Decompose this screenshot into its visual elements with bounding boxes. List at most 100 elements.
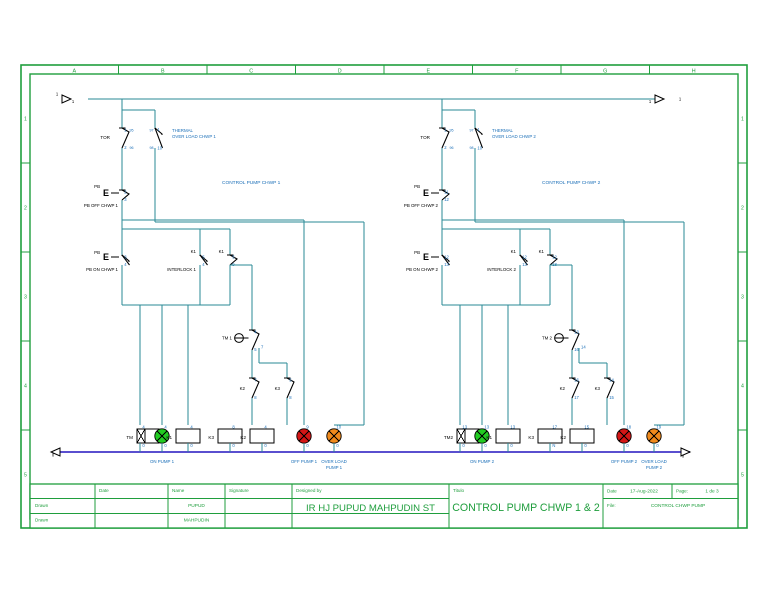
circuit-chwp1-device-5-caption: OFF PUMP 1 bbox=[291, 459, 318, 464]
circuit-chwp2-device-2-coil-label: K1 bbox=[486, 435, 492, 440]
title-block-header-file: File: bbox=[607, 503, 616, 508]
circuit-chwp2-pboff-num-top: 11 bbox=[444, 190, 449, 195]
circuit-chwp1-thermal-contact-blade bbox=[154, 127, 163, 135]
circuit-chwp1-pboff-actuator-glyph: E bbox=[103, 188, 109, 198]
circuit-chwp1-pboff-num-top: 2 bbox=[124, 190, 127, 195]
circuit-chwp1-timer-contact-blade bbox=[251, 329, 260, 351]
circuit-chwp1-thermal-contact-blade2 bbox=[154, 127, 164, 149]
circuit-chwp2-device-3-num-bottom: N bbox=[552, 443, 555, 448]
circuit-chwp2-title: CONTROL PUMP CHWP 2 bbox=[542, 180, 601, 186]
circuit-chwp1-device-6-caption-1: OVER LOAD bbox=[321, 459, 347, 464]
circuit-chwp2-pbon-num-top: 12 bbox=[444, 255, 449, 260]
circuit-chwp2-device-5-num-bottom: 0 bbox=[626, 443, 629, 448]
supply-wire-number-right: 1 bbox=[649, 99, 652, 104]
circuit-chwp2-interlock-num-top: 12 bbox=[522, 255, 527, 260]
circuit-chwp2-interlock-label: K1 bbox=[511, 249, 517, 254]
circuit-chwp1-device-0-timer-coil-label: TM bbox=[126, 435, 133, 440]
circuit-chwp1-thermal-num-top: 1 bbox=[157, 127, 160, 132]
supply-terminal-right-label: 1 bbox=[679, 97, 682, 102]
circuit-chwp1-k2c-num-top: 7 bbox=[254, 378, 257, 383]
circuit-chwp2-pboff-num-bottom: 12 bbox=[444, 197, 449, 202]
circuit-chwp2-pboff-contact-blade bbox=[441, 189, 450, 201]
circuit-chwp2-k3c-num-top: 14 bbox=[609, 378, 614, 383]
circuit-chwp2-thermal-num-top: 1 bbox=[477, 127, 480, 132]
circuit-chwp1-timer-num-top: 4 bbox=[254, 330, 257, 335]
circuit-chwp1-device-3-num-bottom: 0 bbox=[232, 443, 235, 448]
circuit-chwp1-k1aux-num-top: 5 bbox=[232, 255, 235, 260]
circuit-chwp1-device-0-num-bottom: 0 bbox=[142, 443, 145, 448]
circuit-chwp1-timer-tap-num: 7 bbox=[261, 345, 264, 350]
circuit-chwp2-device-0-timer-x2 bbox=[456, 428, 466, 444]
circuit-chwp2-pbon-label-top: PB bbox=[414, 250, 420, 255]
circuit-chwp1-pbon-contact-blade bbox=[121, 254, 130, 262]
circuit-chwp2-tor-contact-blade bbox=[441, 127, 450, 149]
circuit-chwp2-interlock-contact-blade bbox=[519, 254, 528, 262]
frame-row-label-5: 5 bbox=[24, 473, 27, 479]
circuit-chwp1-device-0-timer-x2 bbox=[136, 428, 146, 444]
circuit-chwp2-thermal-num-bottom: 10 bbox=[477, 146, 482, 151]
frame-row-label-right-2: 2 bbox=[741, 206, 744, 212]
circuit-chwp1-tor-label: TOR bbox=[100, 135, 110, 140]
supply-terminal-right-arrow bbox=[654, 94, 666, 104]
circuit-chwp2-device-0-timer-coil-label: TM2 bbox=[444, 435, 454, 440]
circuit-chwp1-interlock-contact-blade bbox=[199, 254, 208, 262]
title-block-role-0: Drawn bbox=[35, 503, 49, 508]
circuit-chwp1-device-3-coil bbox=[217, 428, 243, 444]
circuit-chwp2-timer-label: TM 2 bbox=[542, 336, 553, 341]
circuit-chwp2-device-4-num-bottom: 0 bbox=[584, 443, 587, 448]
circuit-chwp1-device-2-num-top: 4 bbox=[190, 425, 193, 430]
frame-row-label-right-5: 5 bbox=[741, 473, 744, 479]
circuit-chwp1-interlock-label: K1 bbox=[191, 249, 197, 254]
circuit-chwp2-device-2-num-top: 13 bbox=[510, 425, 515, 430]
supply-terminal-left-label: 1 bbox=[56, 92, 59, 97]
circuit-chwp2-k3-contact-blade bbox=[606, 377, 615, 399]
circuit-chwp2-k2c-num-bottom: 17 bbox=[574, 395, 579, 400]
frame-row-label-1: 1 bbox=[24, 117, 27, 123]
circuit-chwp2-tor-code-bottom: 96 bbox=[450, 146, 454, 150]
title-block-designer: IR HJ PUPUD MAHPUDIN ST bbox=[306, 503, 435, 514]
frame-row-label-3: 3 bbox=[24, 295, 27, 301]
circuit-chwp1-device-2-num-bottom: 0 bbox=[190, 443, 193, 448]
circuit-chwp2-k1aux-label: K1 bbox=[539, 249, 545, 254]
circuit-chwp1-k3-contact-label: K3 bbox=[275, 386, 281, 391]
frame-column-label-C: C bbox=[249, 69, 253, 75]
frame-row-label-2: 2 bbox=[24, 206, 27, 212]
frame-column-label-E: E bbox=[426, 69, 430, 75]
circuit-chwp2-k3c-num-bottom: 15 bbox=[609, 395, 614, 400]
circuit-chwp2-thermal-code-bottom: 98 bbox=[470, 146, 474, 150]
circuit-chwp1-interlock-contact-blade2 bbox=[199, 254, 208, 266]
frame-column-label-A: A bbox=[72, 69, 76, 75]
circuit-chwp1-device-0-num-top: 4 bbox=[142, 425, 145, 430]
circuit-chwp1-thermal-num-bottom: 10 bbox=[157, 146, 162, 151]
circuit-chwp1-pbon-num-bottom: 4 bbox=[124, 262, 127, 267]
circuit-chwp2-device-1-num-bottom: 0 bbox=[484, 443, 487, 448]
circuit-chwp2-tor-num-bottom: 2 bbox=[444, 145, 447, 150]
circuit-chwp2-pbon-contact-blade bbox=[441, 254, 450, 262]
title-block-date-value: 17-Aug-2022 bbox=[630, 489, 658, 495]
rail-terminal-right-arrow bbox=[680, 447, 692, 457]
circuit-chwp2-device-6-caption-1: OVER LOAD bbox=[641, 459, 667, 464]
circuit-chwp1-tor-code-top: 95 bbox=[130, 129, 134, 133]
circuit-chwp1-device-4-num-top: 4 bbox=[264, 425, 267, 430]
supply-wire-number-left: 1 bbox=[72, 99, 75, 104]
circuit-chwp2-pboff-actuator-glyph: E bbox=[423, 188, 429, 198]
frame-column-label-B: B bbox=[161, 69, 165, 75]
circuit-chwp2-device-3-coil-label: K3 bbox=[528, 435, 534, 440]
circuit-chwp1-device-1-num-top: 4 bbox=[164, 425, 167, 430]
circuit-chwp2-device-0-num-top: 13 bbox=[462, 425, 467, 430]
frame-column-label-H: H bbox=[692, 69, 696, 75]
circuit-chwp1-pbon-actuator-glyph: E bbox=[103, 252, 109, 262]
circuit-chwp1-tor-num-top: 1 bbox=[124, 128, 127, 133]
circuit-chwp1-k3-contact-blade bbox=[286, 377, 295, 399]
circuit-chwp1-device-6-lamp-x2 bbox=[328, 430, 340, 442]
circuit-chwp1-k3c-num-top: 5 bbox=[289, 378, 292, 383]
circuit-chwp1-tor-contact-blade bbox=[121, 127, 130, 149]
rail-terminal-left-arrow bbox=[49, 447, 61, 457]
circuit-chwp1-pbon-contact-blade2 bbox=[121, 254, 130, 266]
circuit-chwp1-pboff-label-top: PB bbox=[94, 184, 100, 189]
circuit-chwp2-k2-contact-label: K2 bbox=[560, 386, 566, 391]
circuit-chwp1-thermal-label-1: THERMAL bbox=[172, 128, 194, 133]
title-block-header-signature: Signature bbox=[229, 488, 249, 493]
circuit-chwp2-k1aux-contact-blade bbox=[549, 254, 558, 266]
